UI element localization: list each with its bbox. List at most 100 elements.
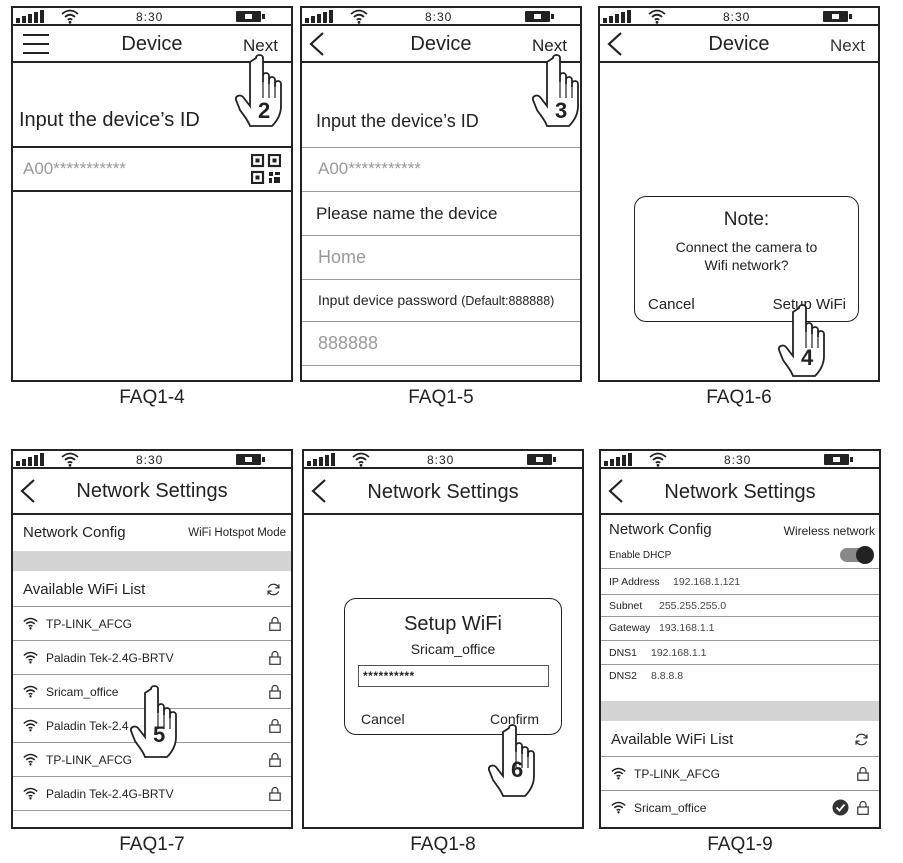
ip-row[interactable]: IP Address 192.168.1.121 [601,569,879,595]
dhcp-row: Enable DHCP [601,543,879,569]
wifi-ssid: Paladin Tek-2.4 [46,719,129,733]
subnet-label: Subnet [609,600,643,612]
signal-icon [305,10,333,23]
next-button[interactable]: Next [532,36,567,55]
lock-icon [857,766,869,781]
lock-icon [269,752,281,767]
subnet-row[interactable]: Subnet 255.255.255.0 [601,595,879,617]
refresh-icon[interactable] [854,732,869,747]
network-config-mode[interactable]: WiFi Hotspot Mode [188,527,286,539]
nav-bar: Network Settings [601,469,879,515]
caption: FAQ1-7 [119,834,185,855]
section-divider [13,551,291,571]
status-time: 8:30 [136,453,164,467]
step-number: 5 [153,722,166,747]
wifi-icon [23,753,38,766]
caption: FAQ1-5 [408,387,474,408]
lock-icon [269,650,281,665]
device-id-placeholder: A00*********** [318,159,422,178]
network-config-label: Network Config [609,521,712,538]
wifi-ssid: Paladin Tek-2.4G-BRTV [46,787,174,801]
connected-check-icon [832,799,849,816]
caption: FAQ1-6 [706,387,772,408]
wifi-status-icon [350,9,368,24]
wifi-list-item[interactable]: TP-LINK_AFCG [13,743,291,777]
next-button[interactable]: Next [830,36,865,55]
device-name-label: Please name the device [316,204,498,223]
section-divider [601,701,879,721]
wifi-password-value: ********** [363,669,415,683]
next-button[interactable]: Next [243,36,278,55]
nav-title: Device [410,33,472,55]
nav-bar: Device Next [600,26,878,63]
device-name-input[interactable]: Home [302,236,580,280]
qr-code-icon[interactable] [251,154,281,184]
nav-title: Network Settings [664,481,816,503]
nav-title: Network Settings [76,480,228,502]
gateway-row[interactable]: Gateway 193.168.1.1 [601,617,879,641]
nav-bar: Network Settings [304,469,582,515]
signal-icon [307,453,335,466]
caption: FAQ1-9 [707,834,773,855]
network-config-mode[interactable]: Wireless network [783,524,875,538]
wifi-list-item[interactable]: TP-LINK_AFCG [13,607,291,641]
dns2-label: DNS2 [609,670,638,682]
cancel-button[interactable]: Cancel [361,711,405,727]
wifi-list-item[interactable]: Paladin Tek-2.4G-BRTV [13,641,291,675]
status-time: 8:30 [425,10,453,24]
confirm-button[interactable]: Confirm [489,711,539,727]
signal-icon [603,10,631,23]
dns2-row[interactable]: DNS2 8.8.8.8 [601,665,879,701]
wifi-status-icon [61,9,79,24]
wifi-ssid: TP-LINK_AFCG [634,767,721,781]
wifi-list-item[interactable]: Paladin Tek-2.4G-BRTV [13,777,291,811]
wifi-icon [23,651,38,664]
wifi-password-input[interactable]: ********** [358,665,549,687]
wifi-icon [23,617,38,630]
dhcp-toggle[interactable] [840,546,874,564]
dns1-row[interactable]: DNS1 192.168.1.1 [601,641,879,665]
step-number: 3 [555,98,568,123]
toggle-knob [856,546,874,564]
dns2-value: 8.8.8.8 [651,670,684,682]
device-name-placeholder: Home [318,247,367,267]
step-number: 2 [258,98,271,123]
phone-faq1-6: 8:30 Device Next Note: Connect the camer… [598,6,880,382]
wifi-icon [23,719,38,732]
wifi-icon [611,801,626,814]
battery-icon [527,454,556,465]
nav-bar: Device Next [302,26,580,63]
dns1-label: DNS1 [609,647,638,659]
dns1-value: 192.168.1.1 [651,647,707,659]
wifi-icon [611,767,626,780]
device-name-label-row: Please name the device [302,192,580,236]
phone-faq1-4: 8:30 Device Next Input the device’s ID A… [11,6,293,382]
wifi-list-item[interactable]: TP-LINK_AFCG [601,757,879,791]
wifi-list-item[interactable]: Sricam_office [601,791,879,825]
device-id-label: Input the device’s ID [316,111,479,131]
gateway-value: 193.168.1.1 [659,622,715,634]
signal-icon [604,453,632,466]
password-label-text: Input device password [318,292,458,308]
menu-icon[interactable] [23,34,49,54]
status-bar: 8:30 [302,8,580,26]
caption: FAQ1-8 [410,834,476,855]
refresh-icon[interactable] [266,582,281,597]
wifi-list-header: Available WiFi List [13,571,291,607]
device-id-input[interactable]: A00*********** [302,148,580,192]
password-input[interactable]: 888888 [302,322,580,366]
status-time: 8:30 [427,453,455,467]
network-config-row: Network Config WiFi Hotspot Mode [13,515,291,551]
note-line-2: Wifi network? [704,257,789,273]
setup-wifi-button[interactable]: Setup WiFi [772,296,846,313]
device-id-label-row: Input the device’s ID [13,63,291,148]
nav-bar: Network Settings [13,469,291,515]
nav-title: Network Settings [367,481,519,503]
device-id-input[interactable]: A00*********** [13,148,291,192]
cancel-button[interactable]: Cancel [648,296,695,313]
lock-icon [269,616,281,631]
status-bar: 8:30 [600,8,878,26]
step-number: 6 [511,757,524,782]
device-id-placeholder: A00*********** [23,159,127,178]
battery-icon [824,454,853,465]
